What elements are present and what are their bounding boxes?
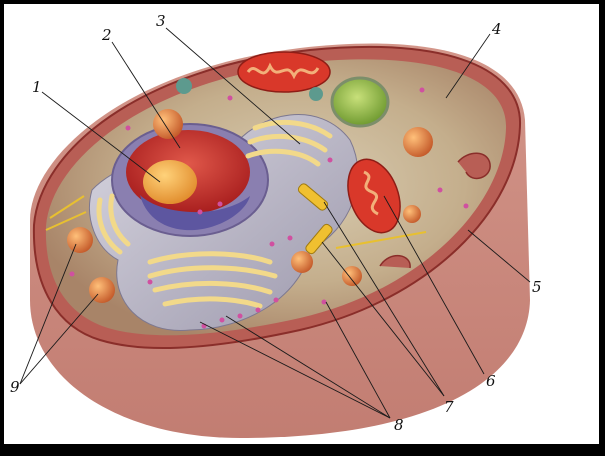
lysosome: [403, 127, 433, 157]
lysosome: [403, 205, 421, 223]
lysosome: [153, 109, 183, 139]
label-6: 6: [486, 372, 496, 390]
centrioles: [297, 183, 333, 255]
label-5: 5: [532, 278, 542, 296]
chromatin: [140, 195, 250, 231]
vesicle: [309, 87, 323, 101]
label-7: 7: [444, 398, 454, 416]
lysosome: [342, 266, 362, 286]
lysosome: [89, 277, 115, 303]
label-9: 9: [10, 378, 20, 396]
ribosomes: [69, 87, 469, 329]
pinocytic-pocket: [457, 152, 491, 180]
leader-lines: [19, 27, 531, 419]
label-8: 8: [394, 416, 404, 434]
lysosome: [291, 251, 313, 273]
label-4: 4: [491, 20, 502, 38]
nucleolus: [143, 160, 197, 204]
mitochondrion-top: [237, 51, 331, 93]
label-3: 3: [156, 12, 166, 30]
pinocytic-pocket-2: [379, 255, 411, 269]
label-2: 2: [101, 26, 112, 44]
golgi-apparatus: [96, 119, 333, 309]
vesicle: [176, 78, 192, 94]
label-1: 1: [32, 78, 42, 96]
mitochondrion-right: [347, 158, 401, 234]
vacuole: [330, 76, 390, 128]
lysosome: [67, 227, 93, 253]
